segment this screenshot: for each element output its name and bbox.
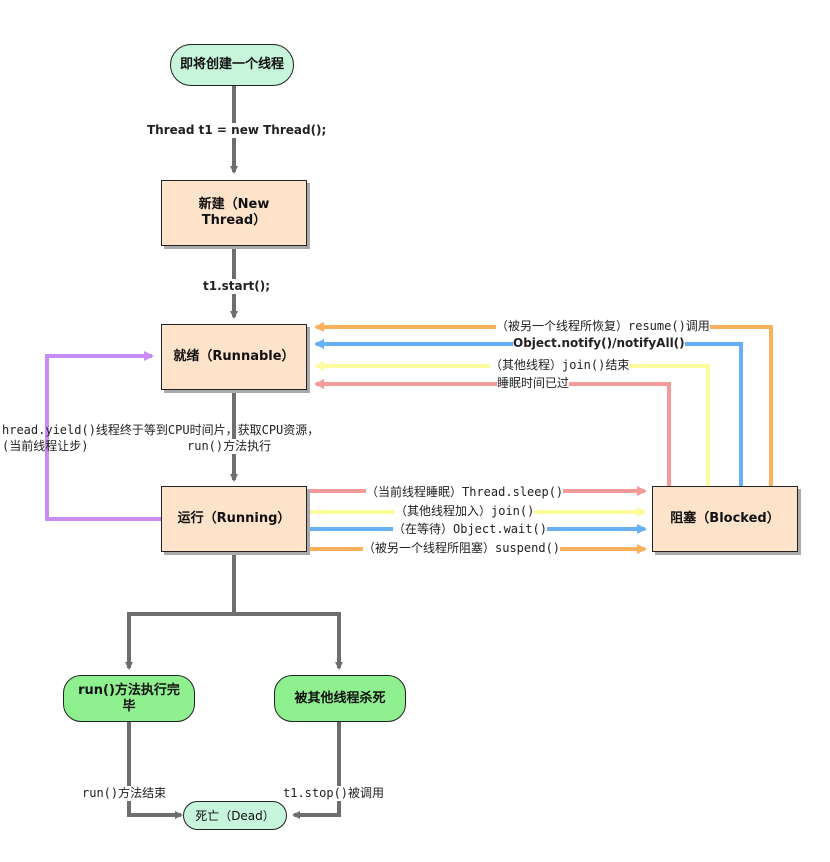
arrow-join-end <box>314 361 710 486</box>
label-suspend: （被另一个线程所阻塞）suspend() <box>363 541 561 556</box>
node-killed: 被其他线程杀死 <box>274 675 406 722</box>
arrow-killed-to-dead <box>292 722 341 819</box>
node-running: 运行（Running） <box>161 486 307 552</box>
node-runnable: 就绪（Runnable） <box>161 324 307 390</box>
label-run-exec: run()方法执行 <box>187 439 272 454</box>
label-join-end: （其他线程）join()结束 <box>490 358 630 373</box>
node-dead-label: 死亡（Dead） <box>195 808 275 823</box>
arrow-notify <box>314 339 743 486</box>
node-blocked: 阻塞（Blocked） <box>652 486 798 552</box>
label-wait: （在等待）Object.wait() <box>393 522 547 537</box>
label-notify: Object.notify()/notifyAll() <box>513 336 685 351</box>
node-run-done: run()方法执行完毕 <box>63 675 195 722</box>
node-runnable-label: 就绪（Runnable） <box>173 349 295 364</box>
arrow-running-to-done <box>125 552 236 670</box>
node-dead: 死亡（Dead） <box>183 801 287 830</box>
node-about-to-create: 即将创建一个线程 <box>170 44 294 86</box>
label-yield-line2: (当前线程让步) <box>2 439 89 453</box>
node-new-thread: 新建（New Thread） <box>161 180 307 246</box>
arrow-running-to-killed <box>234 612 343 670</box>
label-sleep-end: 睡眠时间已过 <box>497 376 570 391</box>
arrow-done-to-dead <box>127 722 183 819</box>
node-new-thread-label: 新建（New Thread） <box>198 197 270 228</box>
label-stop: t1.stop()被调用 <box>283 786 385 801</box>
label-create-call: Thread t1 = new Thread(); <box>147 123 327 138</box>
node-killed-label: 被其他线程杀死 <box>294 690 386 706</box>
node-run-done-label: run()方法执行完毕 <box>78 682 180 714</box>
arrow-sleep-end <box>314 379 671 486</box>
label-start-call: t1.start(); <box>203 279 271 294</box>
label-run-end: run()方法结束 <box>82 786 167 801</box>
arrow-yield <box>45 351 161 521</box>
arrow-resume <box>314 322 773 486</box>
label-resume: （被另一个线程所恢复）resume()调用 <box>496 319 710 334</box>
node-running-label: 运行（Running） <box>177 511 291 526</box>
node-blocked-label: 阻塞（Blocked） <box>670 511 780 526</box>
label-join: （其他线程加入）join() <box>395 504 535 519</box>
node-about-to-create-label: 即将创建一个线程 <box>179 57 284 72</box>
label-yield: hread.yield()线程终于等到CPU时间片，获取CPU资源， <box>2 423 320 437</box>
label-sleep: （当前线程睡眠）Thread.sleep() <box>366 485 564 500</box>
